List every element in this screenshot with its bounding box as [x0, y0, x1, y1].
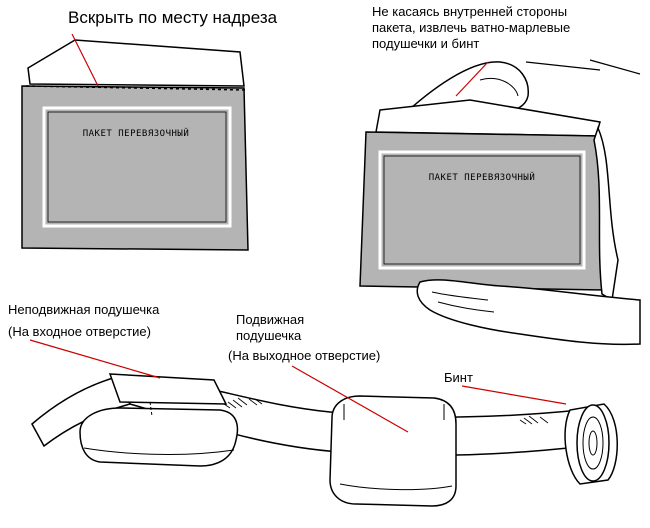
- package-label-frame: [42, 106, 232, 228]
- label-fixed-pad-note: (На входное отверстие): [8, 324, 151, 339]
- label-bandage: Бинт: [444, 370, 473, 385]
- movable-pad: [329, 395, 457, 507]
- package-opened: ПАКЕТ ПЕРЕВЯЗОЧНЫЙ: [359, 59, 641, 346]
- package-print-2: ПАКЕТ ПЕРЕВЯЗОЧНЫЙ: [429, 171, 536, 183]
- label-fixed-pad: Неподвижная подушечка: [8, 302, 160, 317]
- package-body: [21, 85, 249, 251]
- package-inner-flap: [375, 99, 601, 137]
- label-dont-touch: Не касаясь внутренней стороны пакета, из…: [372, 4, 571, 51]
- label-movable-pad: Подвижная подушечка: [236, 312, 305, 343]
- pointer-lines: [29, 33, 567, 433]
- package-closed: ПАКЕТ ПЕРЕВЯЗОЧНЫЙ: [21, 39, 249, 251]
- fixed-pad-top: [108, 373, 228, 405]
- bandage-assembly: [31, 373, 618, 507]
- package-tear-flap: [27, 39, 245, 87]
- fixed-pad: [79, 407, 239, 467]
- label-movable-pad-note: (На выходное отверстие): [228, 348, 381, 363]
- bandage-roll: [564, 403, 618, 485]
- package-side-strip: [593, 125, 619, 302]
- hand-bottom: [416, 279, 641, 346]
- tear-line: [25, 85, 247, 91]
- package-print: ПАКЕТ ПЕРЕВЯЗОЧНЫЙ: [83, 127, 190, 139]
- label-open-here: Вскрыть по месту надреза: [68, 8, 278, 27]
